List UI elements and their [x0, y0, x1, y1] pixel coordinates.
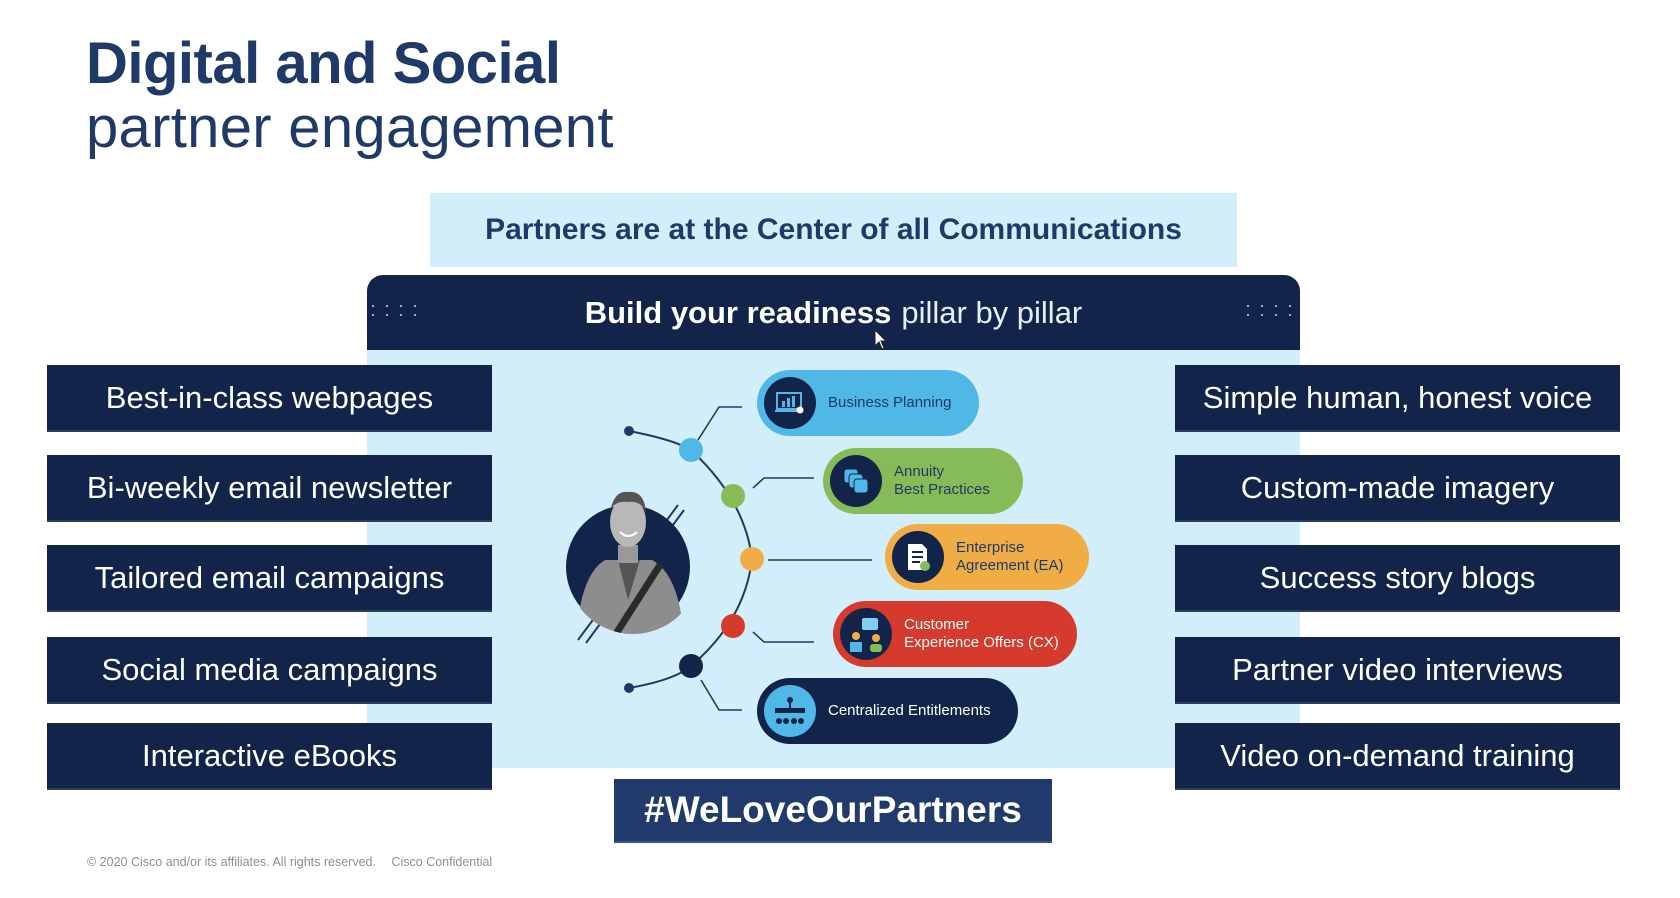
dots-decoration — [372, 305, 420, 316]
dots-decoration — [1247, 305, 1295, 316]
pillar-label: Business Planning — [828, 394, 952, 411]
copyright-text: © 2020 Cisco and/or its affiliates. All … — [87, 855, 376, 869]
right-item-vod-training: Video on-demand training — [1175, 723, 1620, 790]
pillar-label-line2: Best Practices — [894, 481, 990, 498]
stacked-squares-icon — [830, 455, 882, 507]
left-item-social-media: Social media campaigns — [47, 637, 492, 704]
footer: © 2020 Cisco and/or its affiliates. All … — [87, 855, 492, 869]
hashtag-banner: #WeLoveOurPartners — [614, 779, 1052, 843]
header-bold-text: Build your readiness — [584, 294, 892, 330]
right-item-imagery: Custom-made imagery — [1175, 455, 1620, 522]
laptop-chart-icon — [764, 377, 816, 429]
pillar-label-line2: Experience Offers (CX) — [904, 634, 1059, 651]
left-item-email-campaigns: Tailored email campaigns — [47, 545, 492, 612]
readiness-header: Build your readiness pillar by pillar — [367, 275, 1300, 350]
pillar-label-line1: Customer — [904, 616, 970, 633]
people-chat-icon — [840, 608, 892, 660]
confidential-text: Cisco Confidential — [391, 855, 493, 869]
pillar-label: Centralized Entitlements — [828, 702, 991, 719]
right-item-blogs: Success story blogs — [1175, 545, 1620, 612]
right-item-voice: Simple human, honest voice — [1175, 365, 1620, 432]
right-item-video-interviews: Partner video interviews — [1175, 637, 1620, 704]
slide-title: Digital and Social — [86, 31, 561, 96]
pillar-label-line1: Annuity — [894, 463, 945, 480]
pillar-label-line2: Agreement (EA) — [956, 557, 1064, 574]
pillar-entitlements: Centralized Entitlements — [757, 678, 1018, 744]
pillar-label-line1: Enterprise — [956, 539, 1025, 556]
left-item-webpages: Best-in-class webpages — [47, 365, 492, 432]
header-light-text: pillar by pillar — [901, 294, 1083, 330]
center-banner: Partners are at the Center of all Commun… — [430, 193, 1237, 267]
hierarchy-icon — [764, 685, 816, 737]
left-item-ebooks: Interactive eBooks — [47, 723, 492, 790]
document-check-icon — [892, 531, 944, 583]
pillar-business-planning: Business Planning — [757, 370, 979, 436]
left-item-newsletter: Bi-weekly email newsletter — [47, 455, 492, 522]
slide-subtitle: partner engagement — [86, 95, 614, 160]
